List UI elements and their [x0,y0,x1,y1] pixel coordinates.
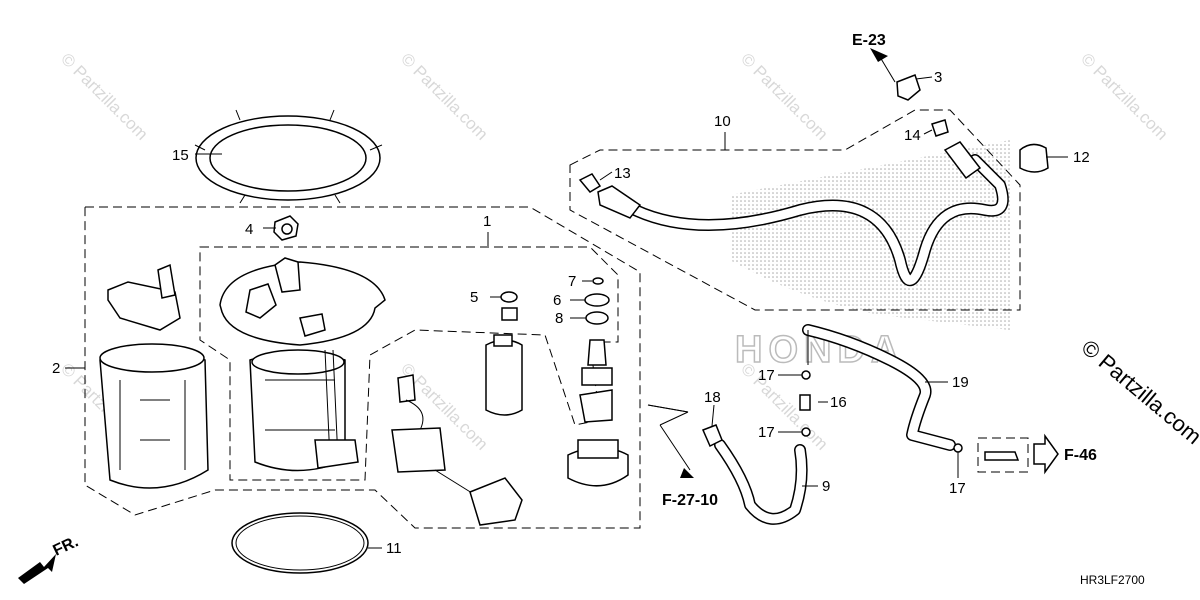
tube-connector [984,451,1020,461]
fuel-level-sender [391,374,523,526]
e23-arrow [870,48,888,62]
callout-15: 15 [172,147,189,164]
part-1-pump-assembly [219,257,386,472]
callout-5: 5 [470,289,478,306]
part-10-feed-hose [597,141,1009,287]
part-4-nut [273,215,299,241]
strainer-base [567,439,629,487]
part-16-joint [799,394,811,411]
callouts: 15 4 1 2 5 7 6 8 3 10 14 12 13 11 19 17 … [52,69,1090,557]
f46-arrow [1033,433,1059,475]
front-arrow [18,554,56,584]
callout-14: 14 [904,127,921,144]
f2710-arrow [680,468,694,478]
part-13-clip [578,173,602,193]
callout-16: 16 [830,394,847,411]
fuel-pump-motor [485,334,523,416]
side-watermark: © Partzilla.com [1077,335,1200,449]
part-2-housing [99,263,209,489]
part-14-clip [931,119,949,137]
part-3-bracket [896,74,921,101]
callout-7: 7 [568,273,576,290]
ref-f2710: F-27-10 [662,492,718,509]
part-19-breather-tube [802,324,956,451]
part-18-clamp [701,424,723,448]
small-seals [500,277,610,325]
callout-9: 9 [822,478,830,495]
watermark-3: © Partzilla.com [737,49,831,143]
callout-13: 13 [614,165,631,182]
ref-f46: F-46 [1064,447,1097,464]
part-12-grommet [1019,143,1049,173]
ref-e23: E-23 [852,32,886,49]
watermark-4: © Partzilla.com [1077,49,1171,143]
callout-3: 3 [934,69,942,86]
front-label: FR. [51,533,82,559]
callout-6: 6 [553,292,561,309]
reference-labels: E-23 F-46 F-27-10 FR. HR3LF2700 [51,32,1146,587]
callout-17-right: 17 [949,480,966,497]
part-15-lock-ring [194,109,383,204]
callout-11: 11 [386,540,402,557]
arrows [18,48,1059,584]
group-outlines [84,109,1029,529]
callout-17-middle: 17 [758,424,775,441]
callout-12: 12 [1073,149,1090,166]
part-9-drain-tube [714,439,808,525]
watermark-7: © Partzilla.com [737,359,831,453]
callout-10: 10 [714,113,731,130]
diagram-code: HR3LF2700 [1080,573,1145,587]
pressure-regulator [579,339,613,423]
callout-1: 1 [483,213,491,230]
leader-lines [65,56,1068,549]
honda-logo: HONDA [730,140,1010,372]
callout-18: 18 [704,389,721,406]
part-11-gasket [231,512,369,574]
callout-2: 2 [52,360,60,377]
watermark-2: © Partzilla.com [397,49,491,143]
watermark-1: © Partzilla.com [57,49,151,143]
callout-8: 8 [555,310,563,327]
callout-19: 19 [952,374,969,391]
callout-4: 4 [245,221,253,238]
callout-17-top: 17 [758,367,775,384]
